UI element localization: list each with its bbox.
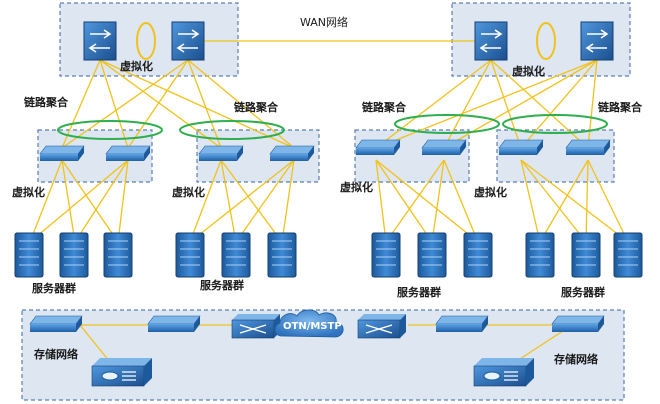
server-rack-icon [571, 232, 601, 278]
access-switches [29, 139, 611, 332]
group-boxes [21, 2, 631, 401]
access-switch-icon [498, 139, 544, 155]
agg-ring-2 [179, 120, 285, 140]
access-switch-icon [198, 145, 244, 161]
server-cluster-label: 服务器群 [200, 278, 244, 292]
virtualization-label: 虚拟化 [474, 185, 507, 199]
core-switch-icon [580, 21, 614, 61]
virtualization-label: 虚拟化 [120, 59, 153, 73]
access-switch-icon [355, 139, 401, 155]
server-racks [14, 232, 643, 278]
core-switch-icon [171, 21, 205, 61]
access-switch-icon [105, 145, 151, 161]
link-aggregation-label: 链路聚合 [234, 100, 279, 114]
virtualization-label: 虚拟化 [512, 64, 545, 78]
virtualization-label: 虚拟化 [340, 180, 373, 194]
otn-mstp-segment [231, 309, 406, 339]
agg-ring-4 [502, 114, 608, 134]
server-rack-icon [103, 232, 133, 278]
storage-network-label: 存储网络 [554, 352, 598, 366]
core-switches [83, 21, 614, 61]
links [29, 40, 629, 373]
server-rack-icon [613, 232, 643, 278]
link-aggregation-label: 链路聚合 [598, 100, 643, 114]
server-rack-icon [463, 232, 493, 278]
access-switch-icon [551, 315, 605, 332]
server-cluster-label: 服务器群 [397, 285, 441, 299]
server-rack-icon [221, 232, 251, 278]
wan-label: WAN网络 [300, 15, 348, 29]
server-rack-icon [371, 232, 401, 278]
access-switch-icon [565, 139, 611, 155]
virtualization-label: 虚拟化 [12, 185, 45, 199]
access-switch-icon [39, 145, 85, 161]
aggregation-rings [57, 22, 608, 140]
storage-arrays [91, 358, 534, 387]
agg-group-3 [354, 129, 470, 183]
server-rack-icon [175, 232, 205, 278]
access-switch-icon [269, 145, 315, 161]
virtualization-label: 虚拟化 [172, 185, 205, 199]
access-switch-icon [435, 315, 489, 332]
cloud-icon [274, 309, 344, 338]
server-rack-icon [14, 232, 44, 278]
agg-ring-3 [394, 114, 500, 134]
core-switch-icon [83, 21, 117, 61]
storage-network-label: 存储网络 [34, 347, 78, 361]
server-rack-icon [417, 232, 447, 278]
access-switch-icon [147, 315, 201, 332]
storage-array-icon [473, 358, 534, 387]
otn-mstp-label: OTN/MSTP [283, 321, 342, 332]
server-cluster-label: 服务器群 [561, 285, 605, 299]
core-right-ring [536, 22, 556, 60]
access-switch-icon [29, 315, 83, 332]
core-left-ring [136, 22, 156, 60]
multiplexer-icon [231, 314, 280, 339]
core-switch-icon [474, 21, 508, 61]
link-aggregation-label: 链路聚合 [24, 95, 69, 109]
server-rack-icon [267, 232, 297, 278]
agg-ring-1 [57, 120, 163, 140]
server-cluster-label: 服务器群 [32, 281, 76, 295]
storage-array-icon [91, 358, 152, 387]
labels: WAN网络 虚拟化 虚拟化 链路聚合 链路聚合 链路聚合 链路聚合 虚拟化 虚拟… [12, 15, 643, 366]
link-aggregation-label: 链路聚合 [362, 100, 407, 114]
agg-group-4 [496, 129, 615, 183]
server-rack-icon [525, 232, 555, 278]
multiplexer-icon [357, 314, 406, 339]
access-switch-icon [421, 139, 467, 155]
server-rack-icon [59, 232, 89, 278]
